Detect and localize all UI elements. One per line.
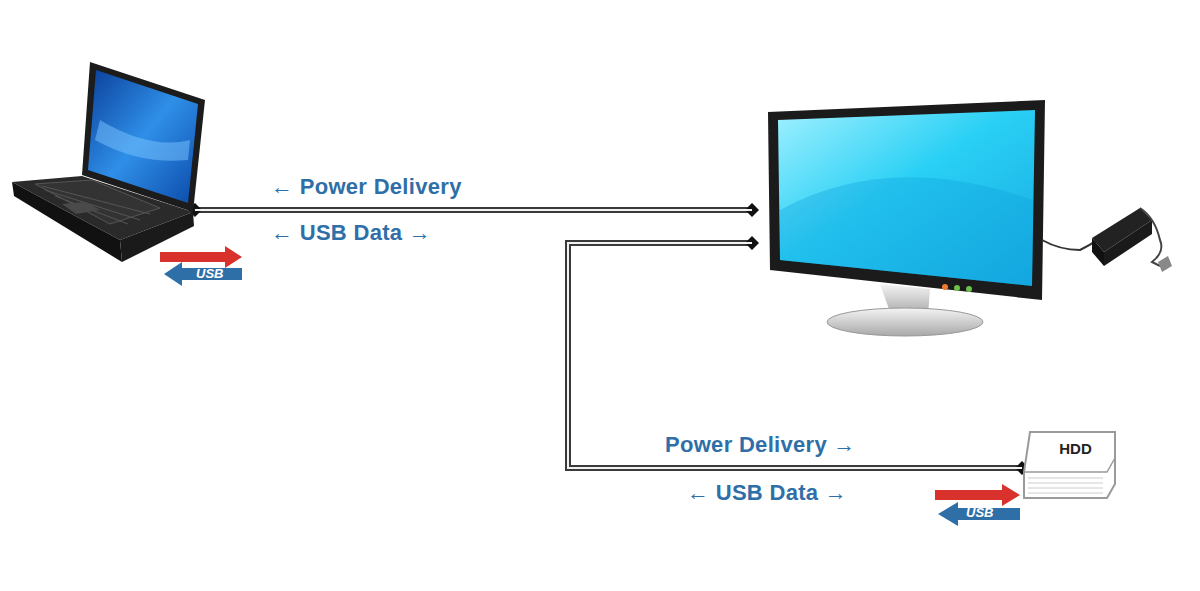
hdd-node: HDDUSB: [1022, 430, 1129, 500]
laptop-node: USB: [10, 60, 245, 290]
laptop-illustration: [0, 0, 260, 300]
device-name: HDD: [1022, 440, 1129, 457]
signal-label: ← USB Data →: [268, 220, 434, 246]
edge-label: ← Power Delivery: [268, 174, 465, 200]
cable-connector: [195, 209, 752, 210]
usb-logo-text: USB: [196, 266, 223, 281]
edge-label: Power Delivery →: [662, 432, 859, 458]
monitor-node: [752, 100, 1050, 340]
usb-logo-text: USB: [966, 505, 993, 520]
monitor-illustration: [740, 90, 1180, 350]
signal-label: ← USB Data →: [684, 480, 850, 506]
